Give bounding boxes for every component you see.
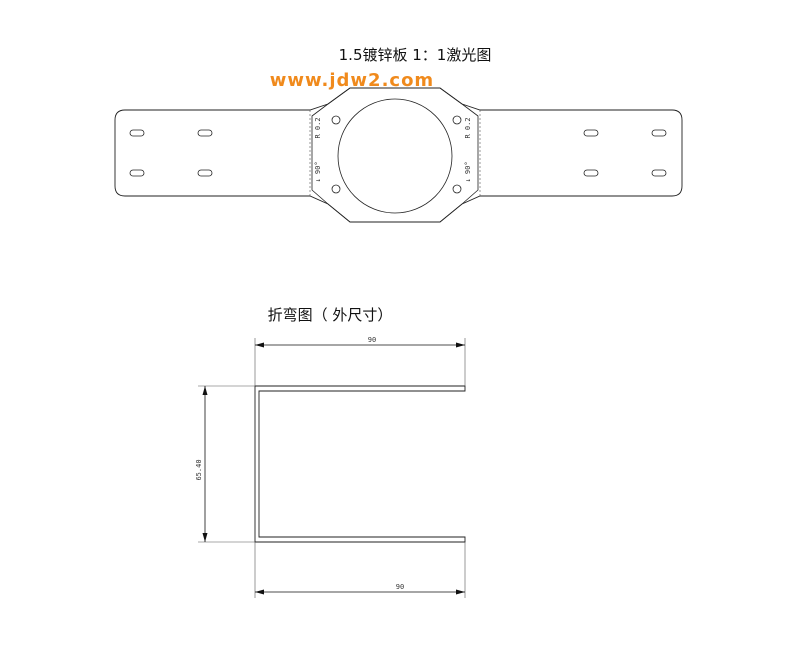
slot-right-4: [651, 169, 667, 177]
bottom-dim-arrow-right: [456, 589, 465, 595]
u-channel-profile: [254, 385, 466, 543]
slot-right-1: [583, 129, 599, 137]
mount-hole-bottom-right: [452, 184, 462, 194]
right-bend-angle: ↓ 90°: [464, 161, 472, 182]
slot-left-2: [197, 129, 213, 137]
center-plate-outline: [311, 87, 479, 223]
flat-pattern-outline: [114, 87, 683, 223]
flat-pattern: R 0.2 ↓ 90° R 0.2 ↓ 90°: [114, 87, 683, 223]
mount-hole-top-right: [452, 115, 462, 125]
height-dimension: 65.40: [195, 459, 203, 480]
drawing-title: 1.5镀锌板 1：1激光图: [339, 46, 492, 64]
bend-diagram-title: 折弯图（ 外尺寸）: [268, 306, 393, 324]
bend-diagram: 90 65.40 90: [195, 336, 466, 598]
height-dim-arrow-bottom: [202, 533, 208, 542]
mount-hole-bottom-left: [331, 184, 341, 194]
top-width-dimension: 90: [368, 336, 376, 344]
top-dim-arrow-right: [456, 342, 465, 348]
slot-right-2: [651, 129, 667, 137]
slot-left-4: [197, 169, 213, 177]
slot-right-3: [583, 169, 599, 177]
top-dim-arrow-left: [255, 342, 264, 348]
left-bend-radius: R 0.2: [314, 117, 322, 138]
left-bend-angle: ↓ 90°: [314, 161, 322, 182]
height-dim-arrow-top: [202, 386, 208, 395]
watermark-text: www.jdw2.com: [270, 70, 434, 91]
slot-left-3: [129, 169, 145, 177]
bottom-width-dimension: 90: [396, 583, 404, 591]
center-hole: [337, 98, 453, 214]
slot-left-1: [129, 129, 145, 137]
mount-hole-top-left: [331, 115, 341, 125]
right-bend-radius: R 0.2: [464, 117, 472, 138]
bottom-dim-arrow-left: [255, 589, 264, 595]
